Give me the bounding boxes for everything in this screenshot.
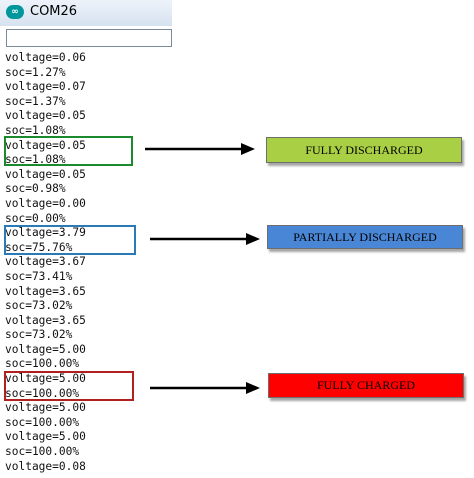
serial-line: voltage=0.05 <box>5 167 86 181</box>
serial-line: voltage=3.79 <box>5 226 86 240</box>
serial-line: voltage=0.00 <box>5 196 86 210</box>
serial-line: voltage=3.65 <box>5 284 86 298</box>
partially-discharged-label: PARTIALLY DISCHARGED <box>267 225 463 249</box>
serial-line: voltage=5.00 <box>5 401 86 415</box>
fully-discharged-label: FULLY DISCHARGED <box>266 137 462 163</box>
serial-line: soc=100.00% <box>5 386 80 400</box>
serial-line: soc=1.08% <box>5 123 66 137</box>
serial-line: voltage=3.65 <box>5 313 86 327</box>
serial-line: soc=73.02% <box>5 299 73 313</box>
arduino-icon: ∞ <box>6 5 24 19</box>
fully-discharged-highlight-frame <box>4 136 133 166</box>
serial-line: soc=73.02% <box>5 328 73 342</box>
serial-line: soc=75.76% <box>5 240 73 254</box>
serial-line: voltage=0.06 <box>5 51 86 64</box>
serial-line: voltage=0.05 <box>5 138 86 152</box>
serial-line: soc=100.00% <box>5 445 80 459</box>
serial-line: voltage=0.05 <box>5 109 86 123</box>
window-titlebar: ∞ COM26 <box>0 0 172 26</box>
serial-line: voltage=3.67 <box>5 255 86 269</box>
serial-line: soc=100.00% <box>5 357 80 371</box>
arrow-to-fully-discharged <box>145 143 255 155</box>
serial-line: soc=73.41% <box>5 269 73 283</box>
serial-line: soc=0.00% <box>5 211 66 225</box>
serial-line: soc=1.27% <box>5 65 66 79</box>
serial-line: voltage=5.00 <box>5 372 86 386</box>
window-title: COM26 <box>30 4 78 19</box>
serial-line: soc=1.08% <box>5 153 66 167</box>
serial-line: voltage=5.00 <box>5 342 86 356</box>
fully-charged-label: FULLY CHARGED <box>268 373 464 398</box>
fully-charged-highlight-frame <box>4 371 134 401</box>
serial-line: voltage=0.08 <box>5 459 86 473</box>
serial-line: soc=100.00% <box>5 415 80 429</box>
arrow-to-partially-discharged <box>150 233 260 245</box>
serial-line: soc=1.37% <box>5 94 66 108</box>
serial-line: soc=0.98% <box>5 182 66 196</box>
serial-send-input[interactable] <box>6 29 172 47</box>
serial-line: voltage=0.07 <box>5 80 86 94</box>
serial-line: voltage=5.00 <box>5 430 86 444</box>
partially-discharged-highlight-frame <box>4 225 136 255</box>
arrow-to-fully-charged <box>150 382 260 394</box>
